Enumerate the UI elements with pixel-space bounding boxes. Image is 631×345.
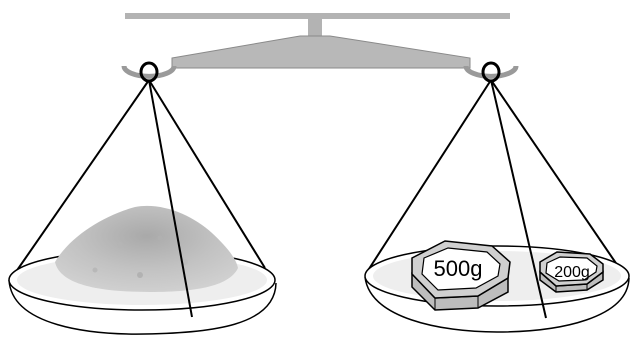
weight-500g-label: 500g (434, 256, 483, 281)
right-pan-strings (367, 80, 622, 272)
left-hook-icon (124, 63, 174, 81)
right-hook-icon (466, 63, 516, 81)
balance-beam (172, 36, 470, 68)
weight-200g: 200g (540, 252, 603, 292)
powder-pile-icon (55, 206, 238, 292)
weight-200g-label: 200g (554, 264, 590, 281)
